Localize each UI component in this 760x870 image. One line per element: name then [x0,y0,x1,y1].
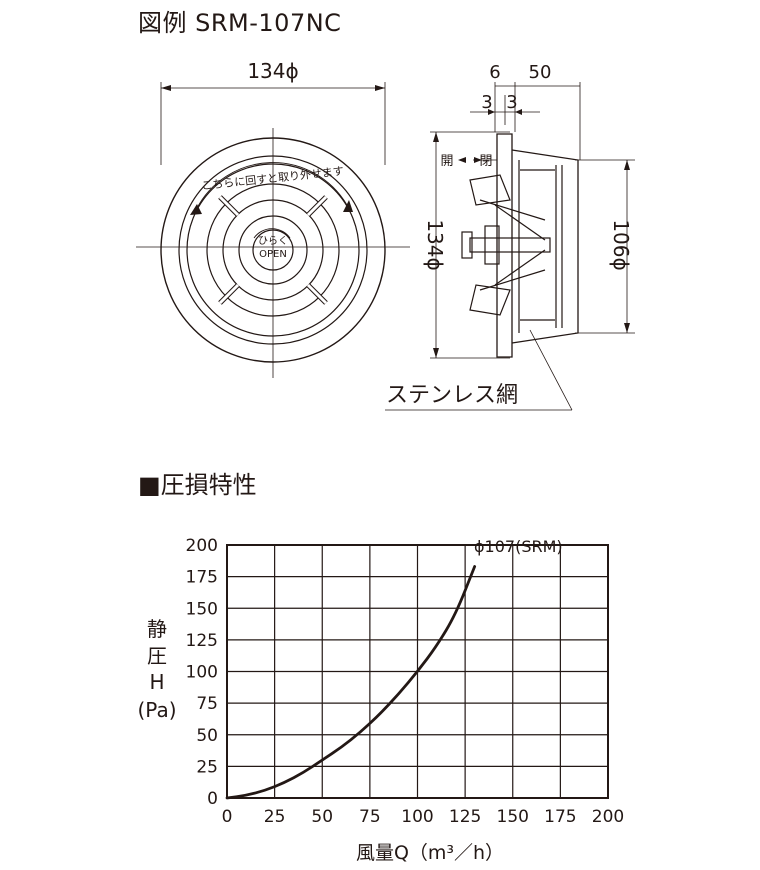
plot-frame [226,544,609,799]
x-tick-label: 125 [449,807,481,827]
chart-series [225,565,477,800]
y-tick-label: 25 [196,757,218,777]
side-diameter-outer-label: 134ϕ [423,219,447,270]
y-axis-label-part: (Pa) [137,698,176,722]
y-tick-label: 200 [186,536,218,556]
side-view [385,82,635,411]
x-tick-label: 150 [497,807,529,827]
front-diameter-label: 134ϕ [247,59,298,83]
y-tick-label: 125 [186,631,218,651]
dim-6: 6 [489,62,500,83]
dim-50: 50 [529,62,552,83]
x-tick-label: 0 [222,807,233,827]
y-tick-label: 175 [186,568,218,588]
side-diameter-inner-label: 106ϕ [609,219,633,270]
y-tick-label: 150 [186,599,218,619]
page-title: 図例 SRM-107NC [138,9,342,37]
x-tick-label: 75 [359,807,381,827]
dim-3a: 3 [481,92,492,113]
open-kana: ひらく [258,235,288,247]
front-view [136,82,410,378]
y-axis-label-part: 圧 [147,644,167,668]
series-line [225,565,477,800]
x-axis-label: 風量Q（m³／h） [356,842,504,864]
product-drawing: こちらに回すと取り外せます ひらく OPEN 134ϕ [136,59,635,411]
y-axis-label-part: 静 [147,617,167,641]
y-tick-labels: 0 25 50 75 100 125 150 175 200 [186,536,218,809]
open-label: 開 [440,154,453,169]
close-label: 閉 [479,154,492,169]
y-tick-label: 0 [207,789,218,809]
x-tick-label: 175 [544,807,576,827]
y-tick-label: 100 [186,663,218,683]
x-tick-label: 200 [592,807,624,827]
x-tick-label: 25 [264,807,286,827]
section-title: ■圧損特性 [138,471,257,499]
series-label-srm: ϕ107(SRM) [474,537,563,556]
dim-3b: 3 [506,92,517,113]
x-tick-labels: 0 25 50 75 100 125 150 175 200 [222,807,625,827]
open-marking: OPEN [259,249,287,260]
y-tick-label: 50 [196,726,218,746]
mesh-label: ステンレス網 [386,383,518,408]
y-axis-label: 静圧H (Pa) [137,617,176,722]
y-tick-label: 75 [196,694,218,714]
x-tick-label: 50 [311,807,333,827]
y-axis-label-part: H [149,670,164,694]
x-tick-label: 100 [401,807,433,827]
